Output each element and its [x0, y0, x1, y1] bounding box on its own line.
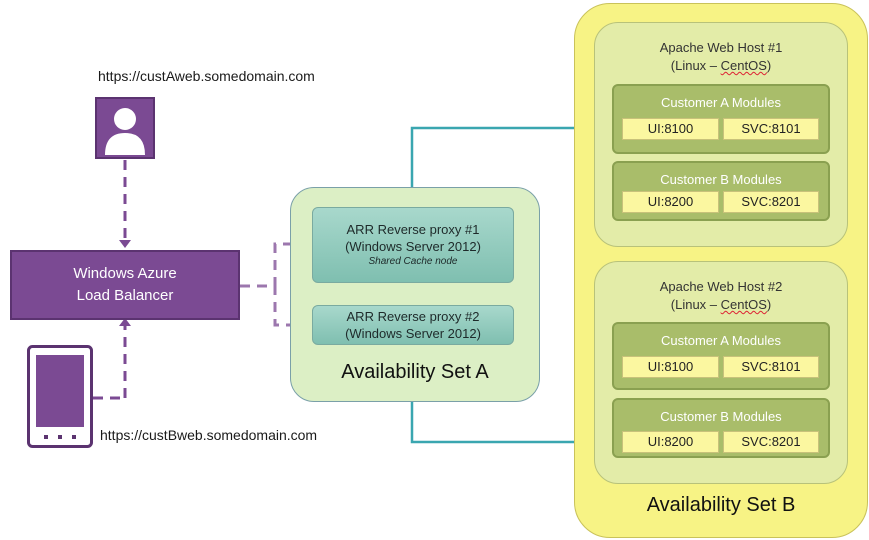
port-ui: UI:8200: [622, 191, 719, 213]
lb-line2: Load Balancer: [76, 287, 174, 304]
tablet-icon: [27, 345, 93, 448]
host1-title2: (Linux – CentOS): [670, 58, 772, 73]
user-icon: [95, 97, 155, 159]
set-a-label: Availability Set A: [341, 361, 489, 383]
host2-title2: (Linux – CentOS): [670, 297, 772, 312]
module-title: Customer B Modules: [660, 172, 782, 187]
proxy1-line1: ARR Reverse proxy #1: [346, 222, 480, 237]
arr-proxy-1: ARR Reverse proxy #1 (Windows Server 201…: [312, 207, 514, 283]
host2-title1: Apache Web Host #2: [659, 279, 783, 294]
proxy2-line2: (Windows Server 2012): [345, 326, 481, 341]
set-b-label: Availability Set B: [646, 494, 796, 516]
port-svc: SVC:8201: [723, 191, 819, 213]
proxy-to-custA-line: [410, 126, 622, 207]
url-customer-a: https://custAweb.somedomain.com: [98, 68, 315, 84]
proxy1-line2: (Windows Server 2012): [345, 239, 481, 254]
lb-line1: Windows Azure: [73, 265, 177, 282]
host1-title1: Apache Web Host #1: [659, 40, 783, 55]
arr-proxy-2: ARR Reverse proxy #2 (Windows Server 201…: [312, 305, 514, 345]
arrow-lb-top: [119, 240, 131, 248]
url-customer-b: https://custBweb.somedomain.com: [100, 427, 318, 443]
load-balancer: Windows Azure Load Balancer: [10, 250, 240, 320]
port-ui: UI:8100: [622, 356, 719, 378]
host2-customer-b-modules: Customer B Modules: [612, 398, 830, 458]
lb-to-proxy2-line: [240, 284, 300, 327]
port-svc: SVC:8101: [723, 118, 819, 140]
module-title: Customer B Modules: [660, 409, 782, 424]
proxy2-line1: ARR Reverse proxy #2: [346, 309, 480, 324]
module-title: Customer A Modules: [661, 95, 781, 110]
module-title: Customer A Modules: [661, 333, 781, 348]
arrow-lb-bottom: [119, 318, 131, 326]
port-ui: UI:8100: [622, 118, 719, 140]
port-svc: SVC:8101: [723, 356, 819, 378]
port-ui: UI:8200: [622, 431, 719, 453]
proxy1-sub: Shared Cache node: [368, 256, 458, 267]
port-svc: SVC:8201: [723, 431, 819, 453]
